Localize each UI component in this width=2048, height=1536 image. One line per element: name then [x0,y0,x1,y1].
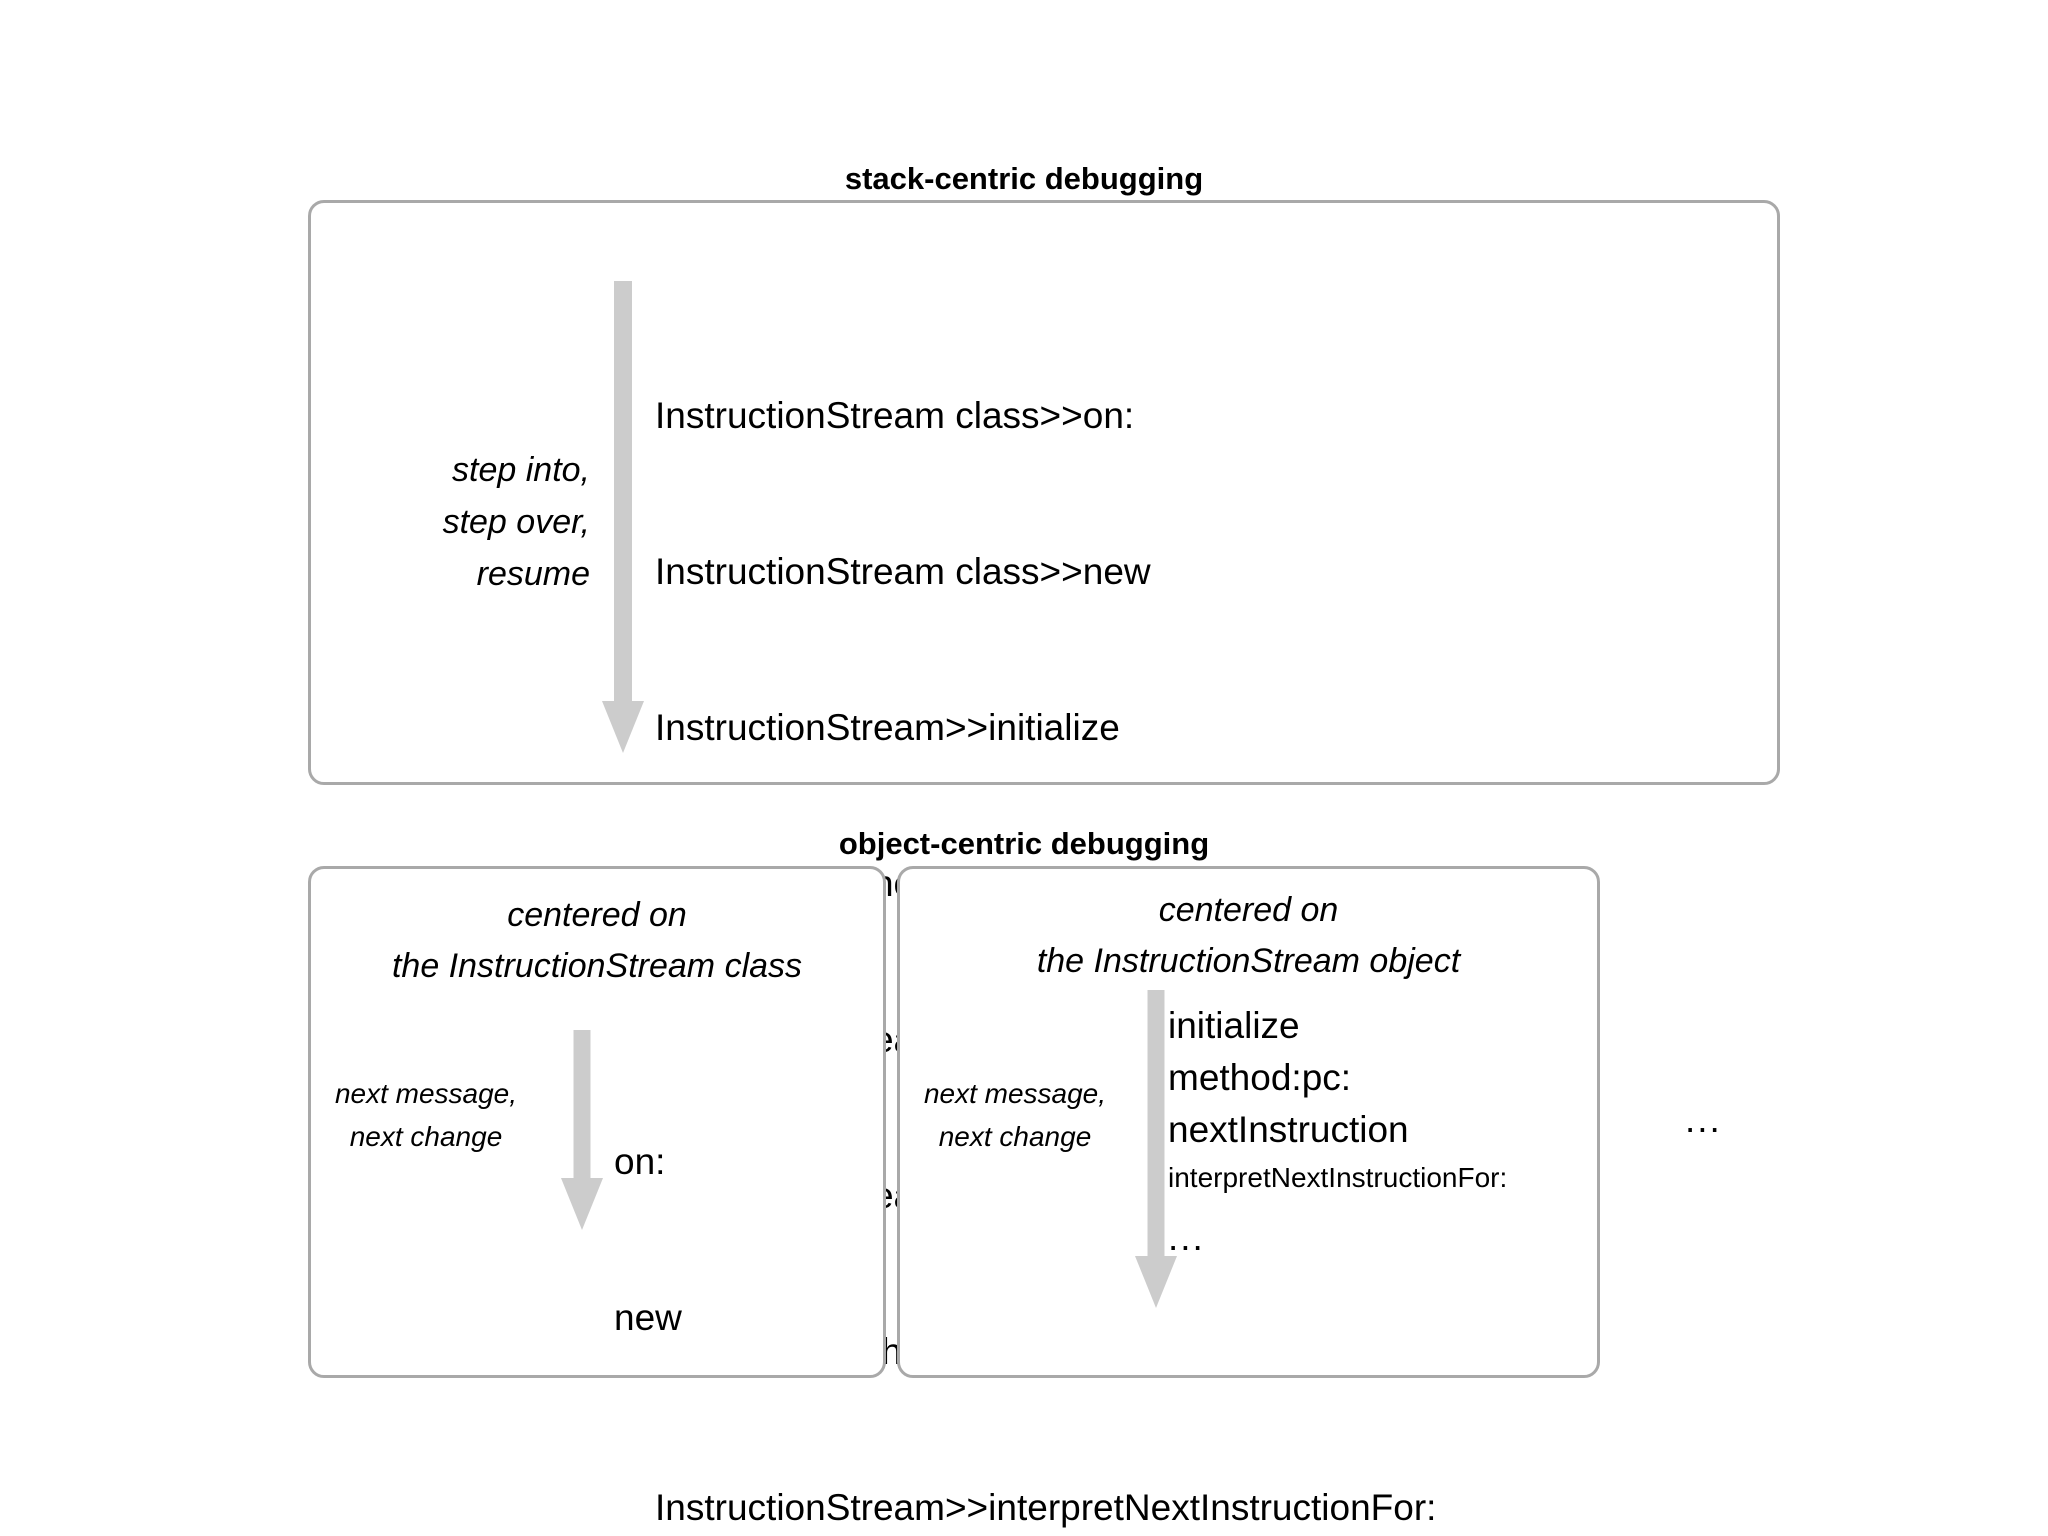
arrow-head [602,701,644,753]
object-message-item: method:pc: [1168,1057,1352,1098]
object-message-item: nextInstruction [1168,1109,1409,1150]
stack-centric-section-title: stack-centric debugging [844,161,1204,196]
stack-frame-item: InstructionStream>>initialize [655,707,1120,748]
object-flow-arrow-icon [1135,990,1177,1308]
stack-frame-item: InstructionStream class>>on: [655,395,1135,436]
class-panel-caption: centered on the InstructionStream class [391,896,803,985]
stack-frame-item: InstructionStream>>interpretNextInstruct… [655,1487,1437,1528]
class-message-item: on: [614,1141,666,1182]
object-message-item-small: interpretNextInstructionFor: [1168,1162,1508,1193]
object-centric-section-title: object-centric debugging [838,826,1210,861]
object-message-item: initialize [1168,1005,1300,1046]
stack-actions-label: step into, step over, resume [442,451,590,593]
arrow-shaft [614,281,632,701]
stack-frame-item: InstructionStream class>>new [655,551,1151,592]
class-message-list: on: new [614,1032,682,1448]
class-message-item: new [614,1297,682,1338]
object-actions-label: next message, next change [923,1078,1107,1152]
object-message-list: initialize method:pc: nextInstruction in… [1168,1000,1507,1264]
object-panel-caption: centered on the InstructionStream object [1036,891,1461,980]
arrow-head [1135,1256,1177,1308]
object-message-ellipsis: ... [1168,1217,1205,1258]
class-actions-label: next message, next change [334,1078,518,1152]
stack-centric-panel [308,200,1780,785]
stack-flow-arrow-icon [602,281,644,753]
arrow-shaft [573,1030,591,1181]
instruction-stream-class-panel [308,866,886,1378]
arrow-head [561,1178,603,1230]
arrow-shaft [1147,990,1165,1258]
instruction-stream-object-panel [897,866,1600,1378]
trailing-ellipsis: ... [1685,1099,1722,1140]
class-flow-arrow-icon [561,1030,603,1230]
